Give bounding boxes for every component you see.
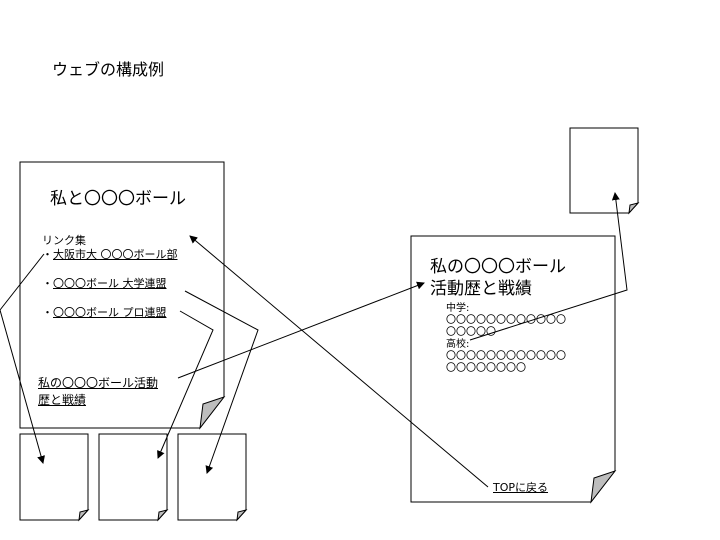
- history-record: 中学: 〇〇〇〇〇〇〇〇〇〇〇〇 〇〇〇〇〇 高校: 〇〇〇〇〇〇〇〇〇〇〇〇 …: [446, 303, 566, 375]
- middle-school-record-2: 〇〇〇〇〇: [446, 327, 496, 338]
- link-bullet: ・: [42, 306, 53, 319]
- arrow-history-to-detail: [177, 281, 425, 379]
- linked-page-1: [19, 433, 90, 522]
- high-school-record-1: 〇〇〇〇〇〇〇〇〇〇〇〇: [446, 351, 566, 362]
- middle-school-record-1: 〇〇〇〇〇〇〇〇〇〇〇〇: [446, 315, 566, 326]
- linked-page-3: [177, 433, 248, 522]
- high-school-label: 高校:: [446, 339, 470, 350]
- back-to-top-link[interactable]: TOPに戻る: [493, 481, 549, 494]
- top-page-document: [19, 161, 226, 430]
- history-page-heading: 私の〇〇〇ボール 活動歴と戦績: [430, 256, 566, 300]
- link-item-1[interactable]: ・大阪市大 〇〇〇ボール部: [42, 246, 178, 262]
- link-pro-league[interactable]: 〇〇〇ボール プロ連盟: [53, 306, 167, 319]
- link-item-2[interactable]: ・〇〇〇ボール 大学連盟: [42, 275, 167, 291]
- arrow-link1-to-page1: [0, 253, 45, 464]
- middle-school-label: 中学:: [446, 303, 470, 314]
- link-item-3[interactable]: ・〇〇〇ボール プロ連盟: [42, 304, 167, 320]
- history-page-document: [410, 235, 617, 504]
- history-link[interactable]: 私の〇〇〇ボール活動 歴と戦績: [38, 375, 158, 409]
- high-school-record-2: 〇〇〇〇〇〇〇〇: [446, 363, 526, 374]
- link-bullet: ・: [42, 248, 53, 261]
- linked-page-top-right: [569, 127, 640, 215]
- arrow-link3-to-page3: [157, 310, 214, 459]
- arrow-record-to-detail: [469, 192, 628, 341]
- history-heading-line1: 私の〇〇〇ボール: [430, 257, 566, 277]
- link-osaka-univ-club[interactable]: 大阪市大 〇〇〇ボール部: [53, 248, 178, 261]
- link-university-league[interactable]: 〇〇〇ボール 大学連盟: [53, 277, 167, 290]
- top-page-heading: 私と〇〇〇ボール: [50, 189, 186, 209]
- link-bullet: ・: [42, 277, 53, 290]
- history-link-line2[interactable]: 歴と戦績: [38, 393, 87, 407]
- arrow-link2-to-page2: [184, 290, 259, 474]
- page-title: ウェブの構成例: [52, 60, 165, 79]
- linked-page-2: [98, 433, 169, 522]
- arrow-back-to-top: [189, 235, 489, 488]
- history-heading-line2: 活動歴と戦績: [430, 279, 532, 299]
- history-link-line1[interactable]: 私の〇〇〇ボール活動: [38, 376, 159, 390]
- links-label: リンク集: [42, 234, 86, 247]
